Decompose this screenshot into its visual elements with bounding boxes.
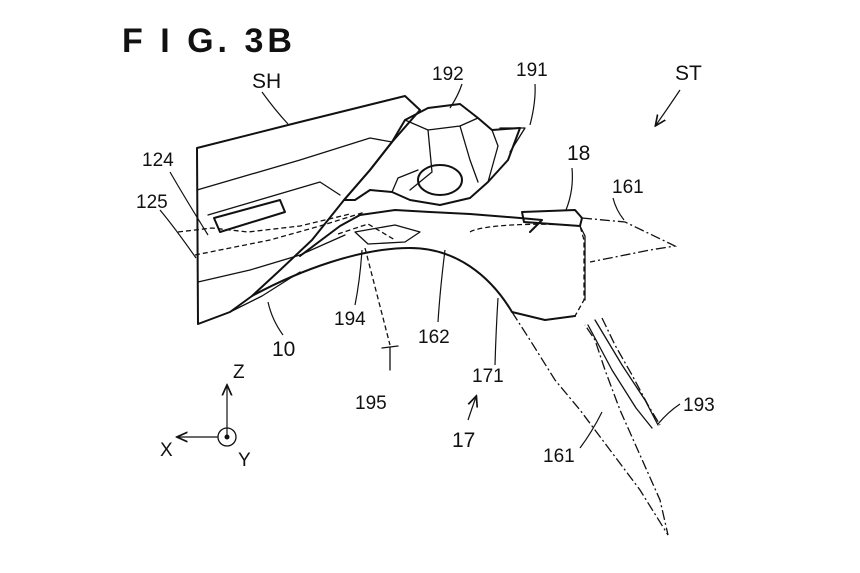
label-18: 18 <box>567 142 590 165</box>
label-171: 171 <box>472 366 504 387</box>
label-sh: SH <box>252 70 281 93</box>
label-162: 162 <box>418 327 450 348</box>
reference-labels: SH ST 192 191 18 161 124 125 194 162 10 … <box>136 60 715 467</box>
coordinate-axes: Z X Y <box>160 362 251 471</box>
label-192: 192 <box>432 64 464 85</box>
label-195: 195 <box>355 393 387 414</box>
fastener-195 <box>364 247 399 371</box>
figure-title: F I G. 3B <box>122 22 296 60</box>
st-arrow-icon <box>656 89 681 125</box>
ref-17-arrow-icon <box>467 397 476 421</box>
label-10: 10 <box>272 338 295 361</box>
label-161-top: 161 <box>612 177 644 198</box>
y-axis-circle-icon <box>217 427 237 447</box>
axis-z-label: Z <box>233 362 245 383</box>
axis-x-label: X <box>160 440 173 461</box>
outline-161-top <box>581 217 678 263</box>
upper-bracket <box>343 103 526 206</box>
label-17: 17 <box>452 429 475 452</box>
base-arch <box>251 209 576 321</box>
label-125: 125 <box>136 192 168 213</box>
leader-lines <box>159 83 681 449</box>
block-171 <box>469 209 586 321</box>
label-st: ST <box>675 62 702 85</box>
label-194: 194 <box>334 309 366 330</box>
axis-y-label: Y <box>238 450 251 471</box>
outline-161-bottom <box>511 311 669 536</box>
label-124: 124 <box>142 150 174 171</box>
label-161-bottom: 161 <box>543 446 575 467</box>
label-191: 191 <box>516 60 548 81</box>
shell-body <box>177 95 421 325</box>
label-193: 193 <box>683 395 715 416</box>
